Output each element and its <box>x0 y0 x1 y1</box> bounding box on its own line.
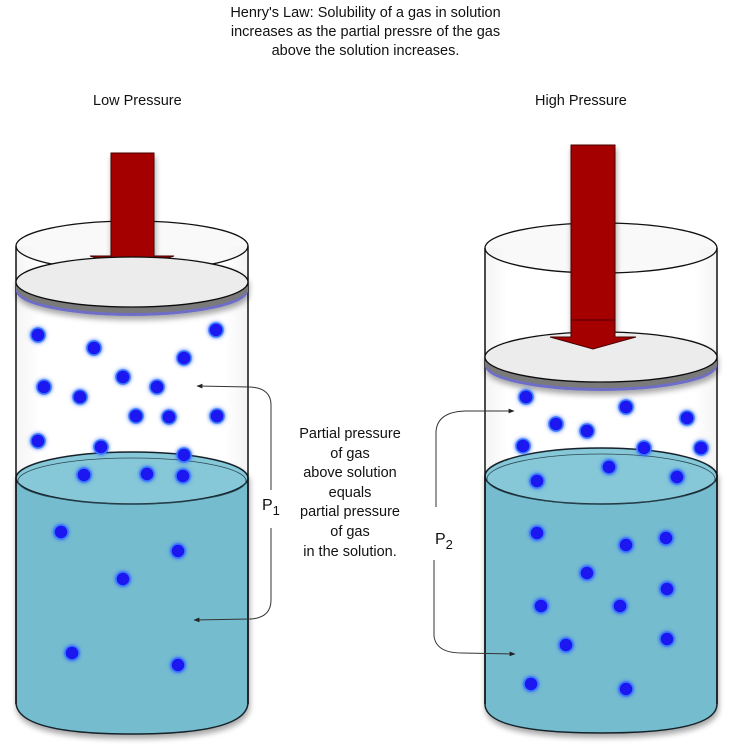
gas-molecule-icon <box>115 369 131 385</box>
pressure-subscript: 2 <box>445 537 453 552</box>
gas-molecule-icon <box>523 676 539 692</box>
low-pressure-piston <box>15 256 249 316</box>
gas-molecule-icon <box>618 537 634 553</box>
title-line: increases as the partial pressre of the … <box>230 24 501 40</box>
gas-molecule-icon <box>518 389 534 405</box>
explanation-line: Partial pressure <box>299 426 401 442</box>
explanation-line: of gas <box>330 523 370 540</box>
gas-molecule-icon <box>659 581 675 597</box>
high-pressure-piston <box>484 331 718 391</box>
gas-molecule-icon <box>170 657 186 673</box>
pressure-subscript: 1 <box>272 503 280 518</box>
pressure-symbol: P <box>262 497 273 514</box>
gas-molecule-icon <box>669 469 685 485</box>
gas-molecule-icon <box>139 466 155 482</box>
gas-molecule-icon <box>176 350 192 366</box>
low-pressure-cylinder <box>15 152 249 735</box>
gas-molecule-icon <box>175 468 191 484</box>
explanation-line: partial pressure <box>300 504 400 521</box>
high-gas-molecules <box>515 389 709 697</box>
gas-molecule-icon <box>601 459 617 475</box>
gas-molecule-icon <box>579 565 595 581</box>
high-pressure-label: High Pressure <box>535 93 627 109</box>
explanation-line: of gas <box>330 445 370 462</box>
gas-molecule-icon <box>612 598 628 614</box>
gas-molecule-icon <box>86 340 102 356</box>
gas-molecule-icon <box>149 379 165 395</box>
low-pressure-label: Low Pressure <box>93 93 182 109</box>
gas-molecule-icon <box>693 440 709 456</box>
low-gas-molecules <box>30 322 225 673</box>
gas-molecule-icon <box>176 447 192 463</box>
gas-molecule-icon <box>618 399 634 415</box>
gas-molecule-icon <box>529 473 545 489</box>
gas-molecule-icon <box>515 438 531 454</box>
gas-molecule-icon <box>30 433 46 449</box>
gas-molecule-icon <box>36 379 52 395</box>
explanation-text: Partial pressure of gas above solution e… <box>280 425 420 562</box>
diagram-title: Henry's Law: Solubility of a gas in solu… <box>0 4 731 61</box>
gas-molecule-icon <box>115 571 131 587</box>
gas-molecule-icon <box>579 423 595 439</box>
gas-molecule-icon <box>659 631 675 647</box>
gas-molecule-icon <box>76 467 92 483</box>
pressure-symbol: P <box>435 531 446 548</box>
title-line: above the solution increases. <box>271 43 460 59</box>
gas-molecule-icon <box>529 525 545 541</box>
gas-molecule-icon <box>128 408 144 424</box>
gas-molecule-icon <box>533 598 549 614</box>
gas-molecule-icon <box>618 681 634 697</box>
gas-molecule-icon <box>72 389 88 405</box>
gas-molecule-icon <box>558 637 574 653</box>
high-arrow-tip <box>549 319 637 350</box>
gas-molecule-icon <box>161 409 177 425</box>
gas-molecule-icon <box>30 327 46 343</box>
gas-molecule-icon <box>64 645 80 661</box>
gas-molecule-icon <box>208 322 224 338</box>
p2-bracket <box>433 408 516 657</box>
p1-bracket <box>193 383 272 623</box>
p1-label: P1 <box>262 497 280 518</box>
liquid-solution <box>484 447 718 734</box>
gas-molecule-icon <box>209 408 225 424</box>
liquid-solution <box>15 451 249 735</box>
gas-molecule-icon <box>93 439 109 455</box>
gas-molecule-icon <box>679 410 695 426</box>
explanation-line: above solution <box>303 465 397 482</box>
explanation-line: in the solution. <box>303 543 397 560</box>
gas-molecule-icon <box>170 543 186 559</box>
gas-molecule-icon <box>658 530 674 546</box>
gas-molecule-icon <box>636 440 652 456</box>
explanation-line: equals <box>328 484 372 501</box>
gas-molecule-icon <box>548 416 564 432</box>
p2-label: P2 <box>435 531 453 552</box>
title-line: Henry's Law: Solubility of a gas in solu… <box>230 5 501 21</box>
gas-molecule-icon <box>53 524 69 540</box>
high-pressure-cylinder <box>484 144 718 734</box>
